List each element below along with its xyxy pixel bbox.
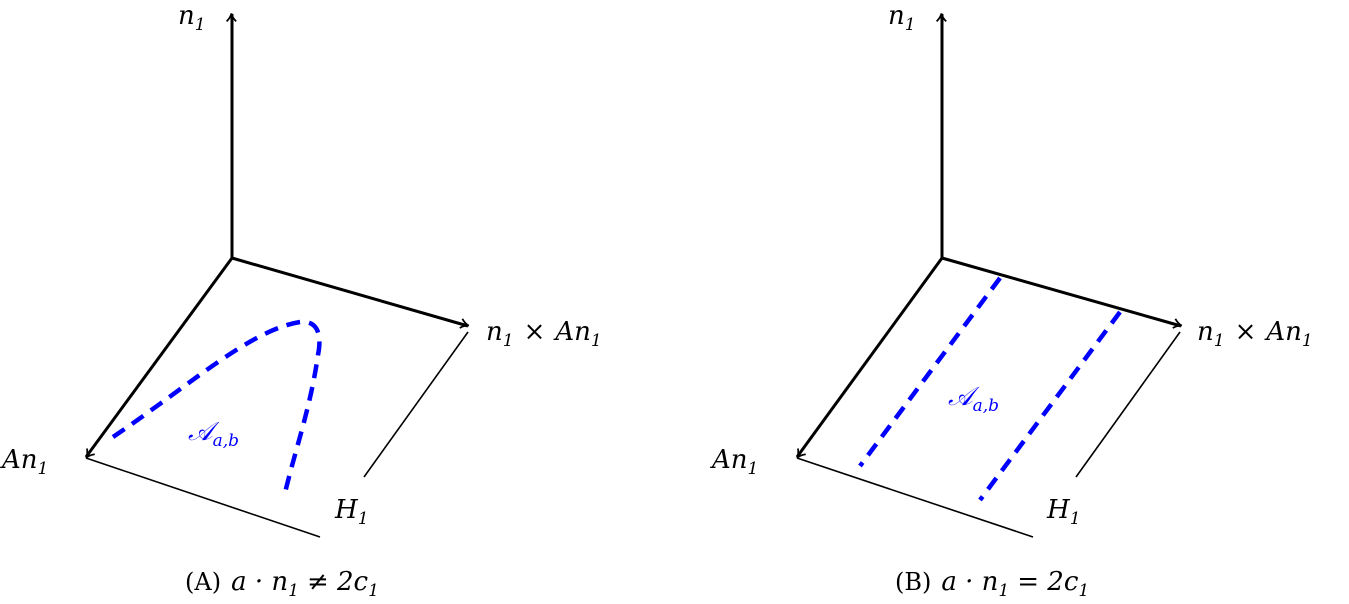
caption-b: (B)a · n1= 2c1	[895, 567, 1089, 601]
label-an1: An1	[710, 445, 758, 479]
label-n1-up: n1	[888, 1, 916, 35]
an1-axis	[84, 257, 234, 459]
label-n1-up: n1	[178, 1, 206, 35]
label-cross: n1×An1	[486, 317, 602, 351]
set-line-2	[978, 310, 1122, 502]
plane-edge-bottom	[85, 457, 321, 538]
set-line-1	[858, 276, 1002, 468]
caption-a: (A)a · n1≠ 2c1	[185, 567, 379, 601]
plane-edge-bottom	[796, 457, 1034, 538]
panel-a: n1 n1×An1 An1 H1 𝒜a,b (A)a · n1≠ 2c1	[0, 1, 602, 601]
label-set: 𝒜a,b	[188, 417, 239, 451]
cross-axis	[941, 256, 1183, 329]
label-h1: H1	[1046, 495, 1081, 529]
plane-edge-right	[1075, 331, 1181, 478]
panel-b: n1 n1×An1 An1 H1 𝒜a,b (B)a · n1= 2c1	[710, 1, 1313, 601]
label-cross: n1×An1	[1197, 317, 1313, 351]
plane-edge-right	[363, 331, 469, 478]
label-an1: An1	[0, 445, 48, 479]
label-set: 𝒜a,b	[948, 382, 999, 416]
cross-axis	[231, 256, 470, 329]
set-curve	[111, 319, 322, 498]
label-h1: H1	[334, 495, 369, 529]
an1-axis	[795, 257, 944, 459]
